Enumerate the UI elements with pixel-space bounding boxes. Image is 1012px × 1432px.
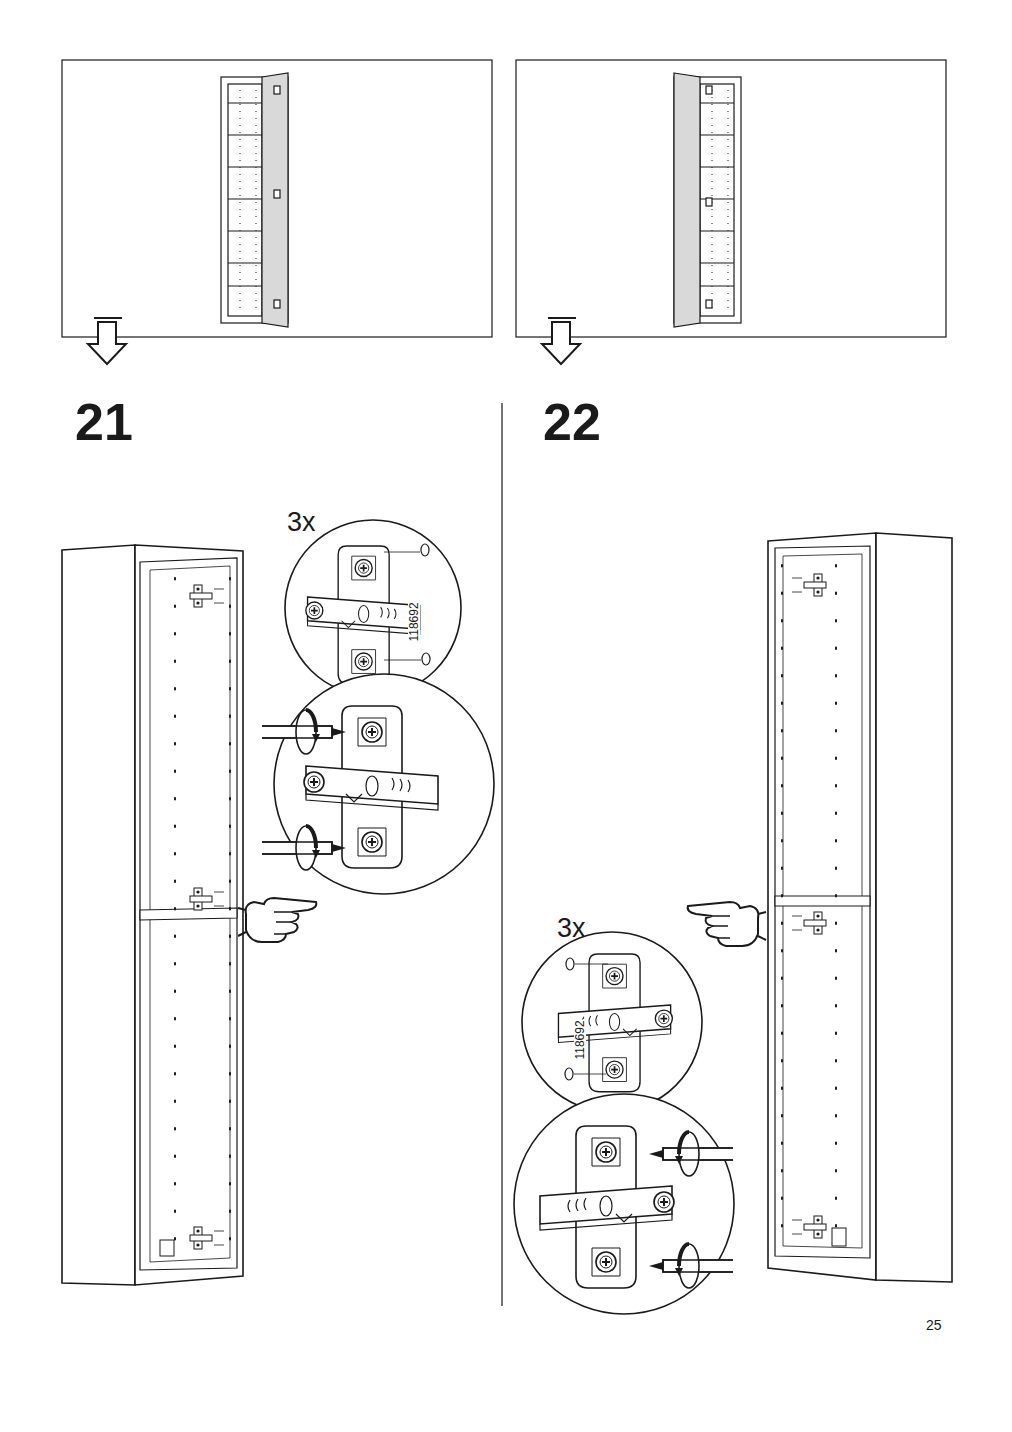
quantity: 3x [287, 509, 316, 536]
step-number: 22 [543, 396, 601, 448]
cabinet [768, 533, 952, 1282]
step-number: 21 [75, 396, 133, 448]
hinge-plate-icon [190, 888, 224, 910]
page-number: 25 [926, 1318, 942, 1332]
part-number: 118692 [408, 601, 420, 642]
quantity: 3x [557, 915, 586, 942]
hinge-plate-icon [792, 574, 826, 1238]
step-arrow [88, 318, 580, 364]
detail-circle [285, 520, 461, 696]
cabinet [62, 545, 243, 1285]
detail-circle [522, 932, 702, 1112]
hinge-plate-icon [190, 585, 224, 607]
detail-circle [514, 1094, 734, 1314]
detail-circle [262, 674, 494, 894]
hinge-plate-icon [190, 1227, 224, 1249]
pointing-hand [238, 898, 316, 942]
preview-panel [62, 60, 946, 337]
step-divider [501, 403, 502, 1306]
part-number: 118692 [574, 1019, 586, 1060]
pointing-hand [688, 902, 766, 946]
cabinet-preview [674, 73, 741, 327]
cabinet-preview [221, 73, 288, 327]
